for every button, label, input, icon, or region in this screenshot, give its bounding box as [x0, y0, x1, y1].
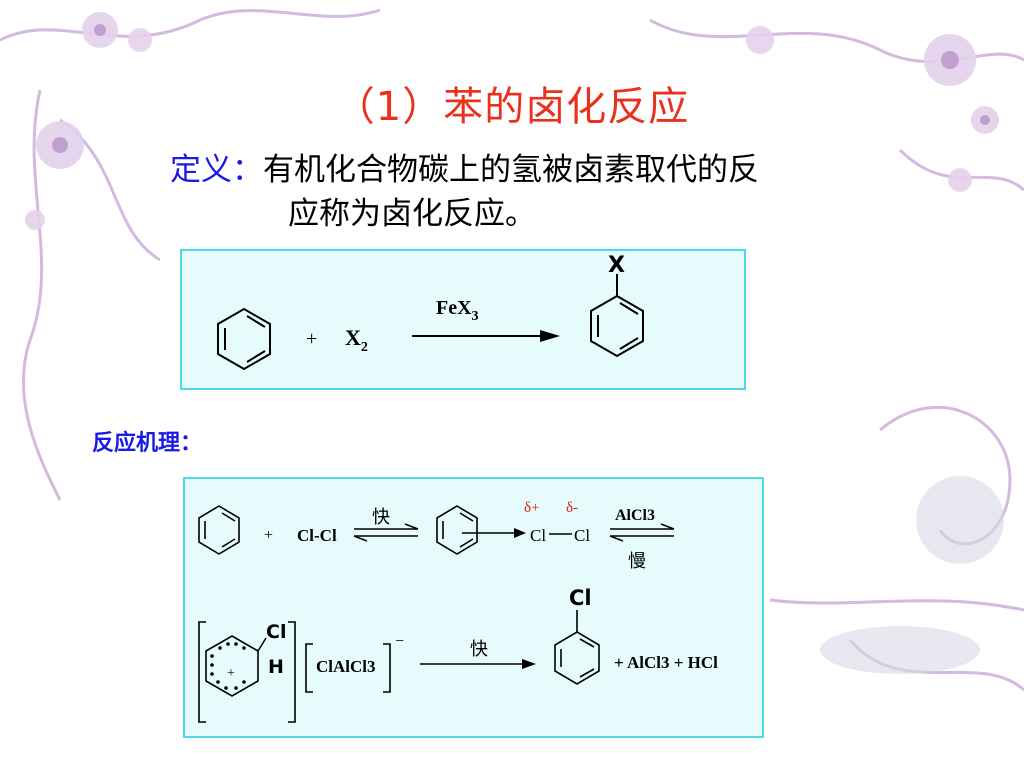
definition-text-line2: 应称为卤化反应。	[288, 196, 536, 232]
halobenzene-product	[590, 274, 644, 358]
mechanism-box	[183, 477, 764, 738]
pi-complex-arrow	[462, 528, 526, 538]
plus-sign: +	[306, 328, 317, 350]
definition-label: 定义：	[170, 152, 263, 188]
definition-block: 定义：有机化合物碳上的氢被卤素取代的反 应称为卤化反应。	[170, 148, 930, 236]
fast-label-1: 快	[372, 507, 390, 528]
halogenation-equation-box	[180, 249, 746, 390]
halogen-reagent: X2	[345, 325, 368, 355]
delocalized-charge-dots	[210, 642, 246, 690]
slide-title: （1）苯的卤化反应	[334, 84, 690, 130]
chlorine-right: Cl	[574, 526, 590, 545]
definition-text-line1: 有机化合物碳上的氢被卤素取代的反	[263, 152, 759, 188]
equilibrium-arrow-1	[353, 523, 419, 542]
product-chlorine: Cl	[569, 586, 592, 610]
catalyst-alcl3: AlCl3	[615, 507, 655, 524]
product-substituent: X	[608, 253, 625, 278]
fast-label-2: 快	[470, 639, 488, 660]
mechanism-label: 反应机理：	[92, 431, 203, 456]
chlorine-left: Cl	[530, 526, 546, 545]
catalyst-label: FeX3	[436, 297, 479, 324]
plus-sign-1: +	[264, 527, 273, 544]
sigma-complex-bracket	[198, 621, 296, 723]
sigma-plus: +	[227, 666, 235, 681]
tetrachloroaluminate: ClAlCl3	[316, 657, 376, 676]
reaction-arrow-2	[420, 659, 536, 669]
delta-plus: δ+	[524, 500, 540, 516]
benzene-1	[198, 505, 240, 555]
benzene-2	[436, 505, 478, 555]
anion-charge: −	[395, 633, 404, 650]
byproducts: + AlCl3 + HCl	[614, 653, 718, 672]
slow-label: 慢	[628, 551, 646, 572]
anion-bracket	[305, 643, 391, 693]
sigma-hydrogen: H	[268, 656, 284, 678]
equilibrium-arrow-2	[609, 523, 675, 542]
chlorine-molecule: Cl-Cl	[297, 526, 337, 545]
reaction-arrow	[412, 330, 560, 342]
delta-minus: δ-	[566, 500, 578, 516]
chlorobenzene-product	[554, 610, 600, 685]
sigma-chlorine: Cl	[266, 621, 286, 643]
benzene-reactant	[217, 307, 271, 371]
